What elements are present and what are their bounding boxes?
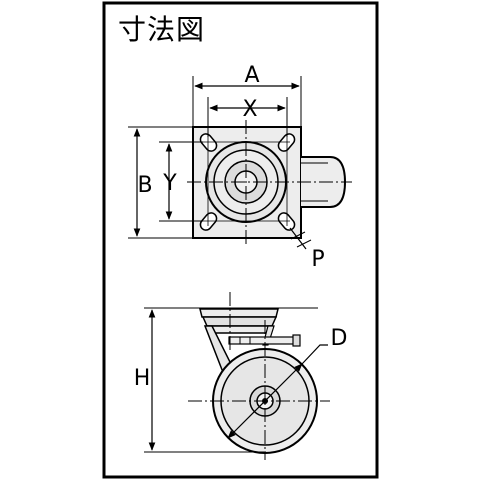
dimension-p-line	[289, 227, 307, 250]
mount-hole-top-right	[277, 133, 296, 152]
dimension-y-label: Y	[162, 171, 177, 196]
side-view: H D	[134, 292, 348, 460]
brake-rod	[228, 336, 296, 345]
dimension-d-line	[227, 363, 303, 439]
dimension-d-label: D	[331, 326, 348, 351]
mount-hole-top-left	[199, 133, 218, 152]
dimension-a-label: A	[244, 63, 259, 88]
diagram-title: 寸法図	[118, 13, 206, 46]
top-view: A X B Y P	[128, 63, 352, 272]
dimension-x-label: X	[242, 97, 257, 122]
dimension-h-label: H	[134, 366, 151, 391]
outer-frame	[102, 1, 379, 479]
mount-hole-bottom-right	[277, 212, 296, 231]
mount-hole-bottom-left	[199, 212, 218, 231]
side-mounting-plate	[199, 308, 279, 318]
dimension-b-label: B	[137, 173, 152, 198]
dimension-p-label: P	[311, 247, 324, 272]
